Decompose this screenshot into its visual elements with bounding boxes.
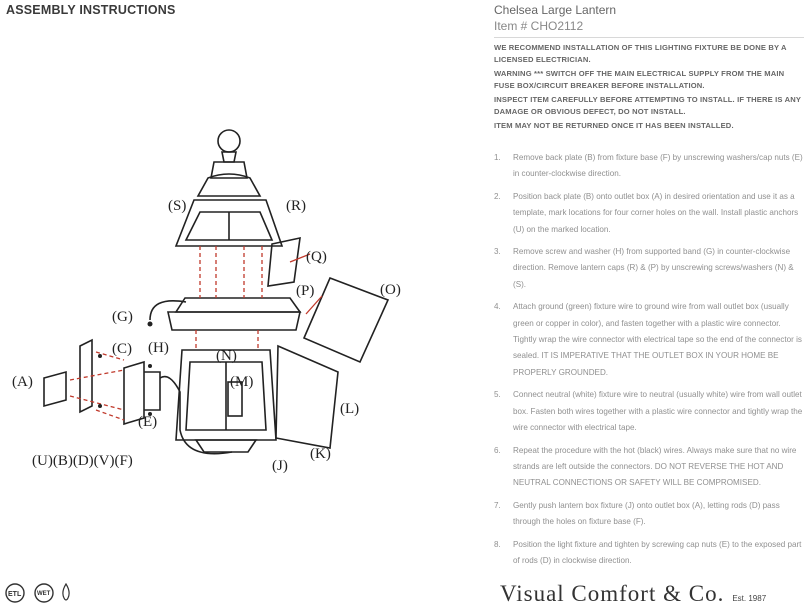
product-name: Chelsea Large Lantern	[494, 3, 617, 17]
step-text: Remove back plate (B) from fixture base …	[513, 153, 803, 179]
label-q: (Q)	[306, 249, 327, 265]
step-item: 5. Connect neutral (white) fixture wire t…	[494, 387, 806, 436]
step-number: 4.	[494, 302, 501, 312]
glass-panel-q	[267, 236, 301, 287]
step-text: Position back plate (B) onto outlet box …	[513, 191, 799, 234]
guide-line	[69, 395, 125, 411]
candle-socket-m	[227, 381, 243, 417]
step-item: 7. Gently push lantern box fixture (J) on…	[494, 498, 806, 531]
guide-arrow	[305, 295, 323, 315]
warning-returns: ITEM MAY NOT BE RETURNED ONCE IT HAS BEE…	[494, 121, 734, 130]
exploded-diagram: (S) (R) (Q) (P) (O) (G) (H) (C) (N) (M) …	[12, 129, 401, 474]
certification-logos: ETL WET	[4, 583, 72, 603]
instruction-steps: 1. Remove back plate (B) from fixture bas…	[494, 150, 806, 575]
top-cap-r	[174, 199, 284, 247]
warning-inspect: INSPECT ITEM CAREFULLY BEFORE ATTEMPTING…	[494, 95, 801, 116]
finial-neck	[221, 151, 237, 163]
label-n: (N)	[216, 348, 237, 364]
guide-line	[95, 409, 125, 421]
svg-text:ETL: ETL	[8, 591, 22, 598]
label-a: (A)	[12, 374, 33, 390]
flame-icon	[62, 583, 70, 601]
step-item: 3. Remove screw and washer (H) from suppo…	[494, 244, 806, 293]
base-collar	[144, 371, 161, 411]
label-g: (G)	[112, 309, 133, 325]
step-text: Gently push lantern box fixture (J) onto…	[513, 500, 780, 527]
label-e: (E)	[138, 414, 157, 430]
wet-location-icon: WET	[34, 583, 54, 603]
etl-listed-icon: ETL	[5, 583, 25, 603]
cap-nut-e	[148, 412, 152, 416]
step-text: Remove screw and washer (H) from support…	[513, 247, 794, 289]
label-h: (H)	[148, 340, 169, 356]
label-j: (J)	[272, 458, 288, 474]
chimney	[210, 161, 248, 179]
label-s: (S)	[168, 198, 186, 214]
page-title: ASSEMBLY INSTRUCTIONS	[6, 3, 176, 17]
guide-arrow	[289, 253, 311, 263]
glass-panel-o	[302, 276, 390, 364]
back-plate-b	[79, 338, 93, 414]
label-l: (L)	[340, 401, 359, 417]
door-panel-l	[275, 344, 339, 449]
chimney-dome	[196, 173, 262, 197]
brand-logo: Visual Comfort & Co. Est. 1987	[500, 581, 766, 607]
label-k: (K)	[310, 446, 331, 462]
label-m: (M)	[230, 374, 253, 390]
rod-d	[98, 404, 102, 408]
step-number: 8.	[494, 539, 501, 549]
brand-est: Est. 1987	[732, 594, 767, 603]
outlet-box-a	[43, 370, 67, 408]
lantern-body	[175, 349, 277, 441]
label-o: (O)	[380, 282, 401, 298]
lantern-bottom	[194, 439, 258, 453]
step-number: 3.	[494, 247, 501, 257]
fixture-arm	[159, 375, 233, 455]
step-item: 8. Position the light fixture and tighten…	[494, 537, 806, 570]
lantern-inner	[185, 361, 267, 431]
step-number: 5.	[494, 390, 501, 400]
support-band-g	[149, 300, 187, 321]
step-text: Attach ground (green) fixture wire to gr…	[513, 302, 802, 377]
fixture-base-f	[123, 360, 145, 426]
step-number: 7.	[494, 500, 501, 510]
step-item: 4. Attach ground (green) fixture wire to …	[494, 299, 806, 381]
step-item: 1. Remove back plate (B) from fixture bas…	[494, 150, 806, 183]
divider	[494, 37, 804, 38]
ring-p	[174, 297, 302, 313]
finial-ball	[217, 129, 241, 153]
label-p: (P)	[296, 283, 314, 299]
step-item: 2. Position back plate (B) onto outlet bo…	[494, 189, 806, 238]
step-number: 1.	[494, 153, 501, 162]
warnings-block: WE RECOMMEND INSTALLATION OF THIS LIGHTI…	[494, 42, 806, 135]
rod-d	[98, 354, 102, 358]
ring-base	[167, 311, 301, 331]
step-number: 6.	[494, 445, 501, 455]
step-number: 2.	[494, 191, 501, 201]
guide-line	[95, 351, 125, 361]
step-text: Repeat the procedure with the hot (black…	[513, 445, 797, 488]
label-bottom-row: (U)(B)(D)(V)(F)	[32, 453, 133, 469]
svg-text:WET: WET	[37, 591, 51, 597]
warning-power: WARNING *** SWITCH OFF THE MAIN ELECTRIC…	[494, 69, 785, 90]
label-r: (R)	[286, 198, 306, 214]
screw-h	[147, 321, 153, 327]
item-number: Item # CHO2112	[494, 19, 584, 33]
step-item: 6. Repeat the procedure with the hot (bla…	[494, 443, 806, 492]
label-c: (C)	[112, 341, 132, 357]
step-text: Connect neutral (white) fixture wire to …	[513, 390, 803, 433]
top-cap-inner	[184, 211, 274, 241]
step-text: Position the light fixture and tighten b…	[513, 539, 802, 565]
brand-name: Visual Comfort & Co.	[500, 581, 725, 606]
warning-electrician: WE RECOMMEND INSTALLATION OF THIS LIGHTI…	[494, 43, 787, 64]
guide-line	[69, 369, 125, 381]
cap-nut-e	[148, 364, 152, 368]
